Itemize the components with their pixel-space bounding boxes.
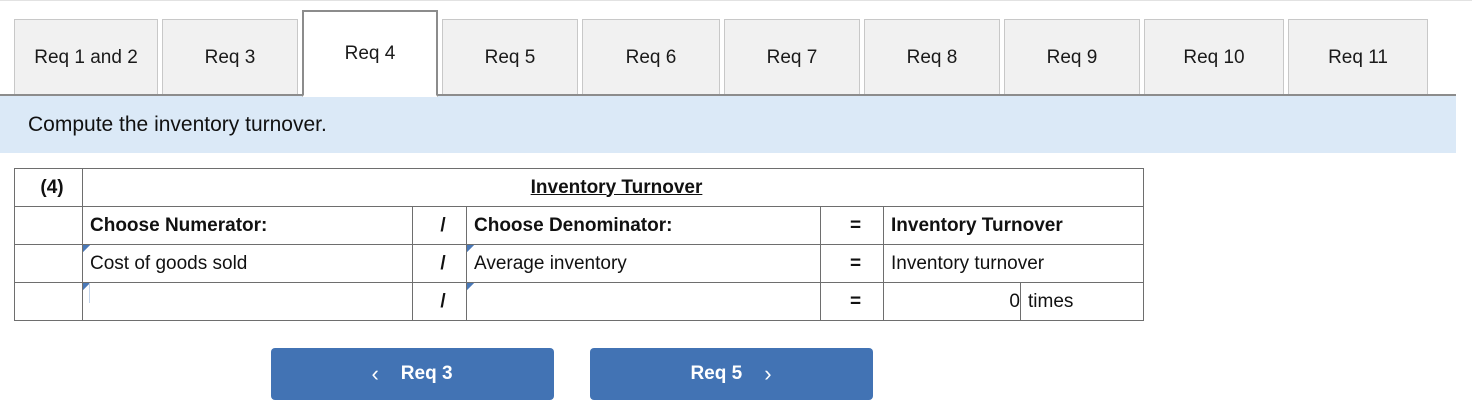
table-title-cell: Inventory Turnover [82, 168, 1144, 207]
tab-label: Req 9 [1046, 47, 1098, 68]
comment-marker-icon [467, 283, 474, 290]
tab-label: Req 10 [1183, 47, 1245, 68]
tab-label: Req 7 [766, 47, 818, 68]
tab-list: Req 1 and 2 Req 3 Req 4 Req 5 Req 6 Req … [14, 10, 1432, 97]
row-1-denominator-value: Average inventory [474, 252, 627, 274]
requirement-number: (4) [14, 168, 83, 207]
tab-req-10[interactable]: Req 10 [1144, 19, 1284, 97]
tab-label: Req 1 and 2 [34, 47, 138, 68]
row-1-spacer-cell [14, 244, 83, 283]
chevron-left-icon: ‹ [371, 361, 379, 386]
instruction-banner: Compute the inventory turnover. [0, 94, 1456, 153]
row-1-equals-operator: = [820, 244, 884, 283]
marker-tail [89, 283, 90, 303]
instruction-text: Compute the inventory turnover. [28, 112, 327, 136]
next-button-label: Req 5 [690, 363, 743, 384]
comment-marker-icon [83, 245, 90, 252]
tab-req-1-and-2[interactable]: Req 1 and 2 [14, 19, 158, 97]
tab-req-9[interactable]: Req 9 [1004, 19, 1140, 97]
chevron-right-icon: › [764, 361, 772, 386]
tab-req-3[interactable]: Req 3 [162, 19, 298, 97]
tab-req-5[interactable]: Req 5 [442, 19, 578, 97]
row-1-denominator-cell[interactable]: Average inventory [466, 244, 821, 283]
row-2-numerator-input[interactable] [82, 282, 413, 321]
header-denominator: Choose Denominator: [466, 206, 821, 245]
row-2-spacer-cell [14, 282, 83, 321]
answer-table-container: (4) Inventory Turnover Choose Numerator:… [14, 168, 1144, 321]
header-divide-operator: / [412, 206, 467, 245]
tab-req-6[interactable]: Req 6 [582, 19, 720, 97]
table-row-title: (4) Inventory Turnover [14, 168, 1144, 207]
tab-label: Req 8 [906, 47, 958, 68]
row-2-result-value: 0 [883, 282, 1021, 321]
row-2-equals-operator: = [820, 282, 884, 321]
tab-label: Req 6 [625, 47, 677, 68]
tab-req-8[interactable]: Req 8 [864, 19, 1000, 97]
row-1-result-cell: Inventory turnover [883, 244, 1144, 283]
table-row-headers: Choose Numerator: / Choose Denominator: … [14, 206, 1144, 245]
tab-label: Req 4 [344, 42, 396, 64]
row-1-numerator-cell[interactable]: Cost of goods sold [82, 244, 413, 283]
prev-requirement-button[interactable]: ‹ Req 3 [270, 348, 554, 400]
prev-button-label: Req 3 [400, 363, 453, 384]
row-2-unit-label: times [1020, 282, 1144, 321]
table-row: / = 0 times [14, 282, 1144, 321]
tab-label: Req 3 [204, 47, 256, 68]
row-2-divide-operator: / [412, 282, 467, 321]
inventory-turnover-table: (4) Inventory Turnover Choose Numerator:… [14, 168, 1144, 321]
tab-label: Req 11 [1328, 47, 1388, 68]
table-title: Inventory Turnover [530, 176, 703, 198]
tab-label: Req 5 [484, 47, 536, 68]
row-1-divide-operator: / [412, 244, 467, 283]
next-requirement-button[interactable]: Req 5 › [589, 348, 873, 400]
navigation-bar: ‹ Req 3 Req 5 › [0, 348, 1143, 400]
row-2-denominator-input[interactable] [466, 282, 821, 321]
tab-req-7[interactable]: Req 7 [724, 19, 860, 97]
tab-req-4[interactable]: Req 4 [302, 10, 438, 97]
tab-strip: Req 1 and 2 Req 3 Req 4 Req 5 Req 6 Req … [0, 0, 1472, 97]
table-row: Cost of goods sold / Average inventory =… [14, 244, 1144, 283]
comment-marker-icon [467, 245, 474, 252]
header-numerator: Choose Numerator: [82, 206, 413, 245]
row-1-numerator-value: Cost of goods sold [90, 252, 248, 274]
header-equals-operator: = [820, 206, 884, 245]
header-spacer-cell [14, 206, 83, 245]
header-result: Inventory Turnover [883, 206, 1144, 245]
comment-marker-icon [83, 283, 90, 290]
tab-req-11[interactable]: Req 11 [1288, 19, 1428, 97]
